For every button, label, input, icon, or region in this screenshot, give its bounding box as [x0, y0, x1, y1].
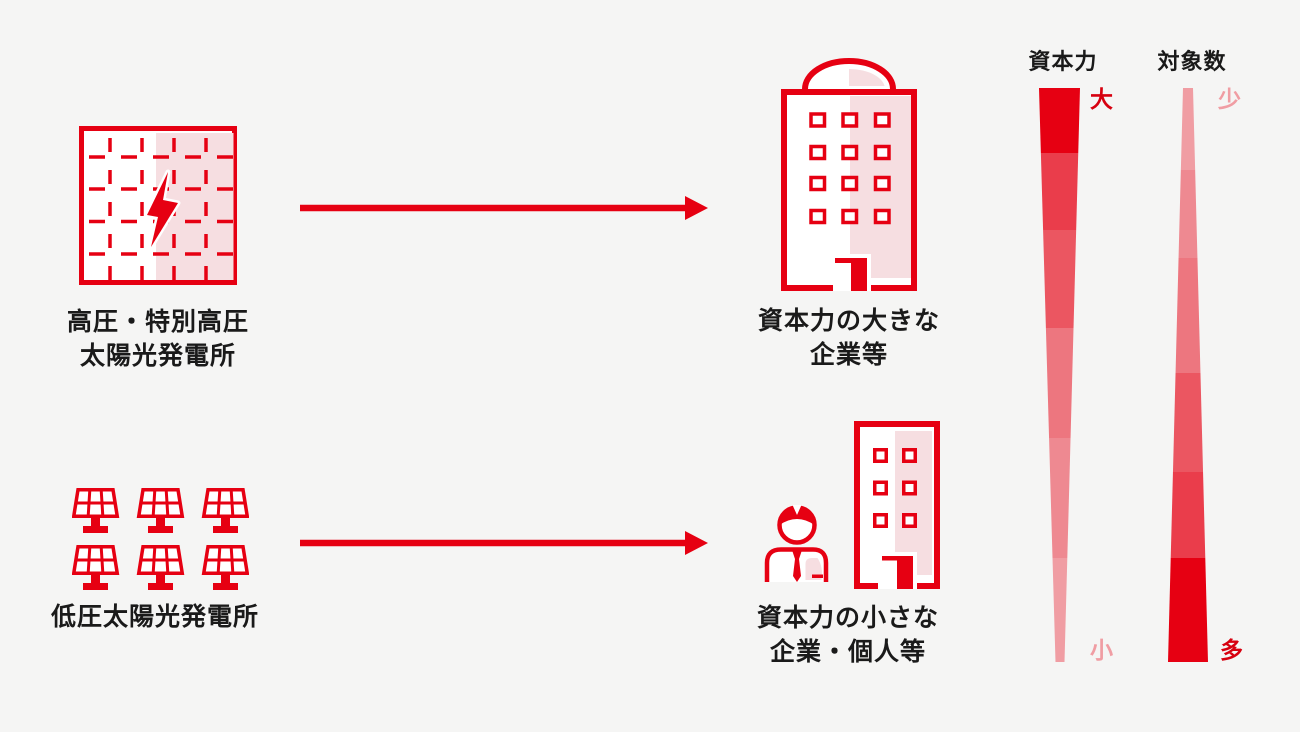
right-arrow-icon: [300, 196, 708, 220]
label-low-voltage-plant: 低圧太陽光発電所: [50, 603, 259, 631]
lightning-bolt-icon: [144, 169, 181, 250]
target-bottom-label: 多: [1220, 637, 1243, 663]
building-door: [833, 254, 871, 291]
solar-panels-icon: [72, 488, 249, 590]
target-top-label: 少: [1218, 86, 1241, 112]
capital-top-label: 大: [1090, 86, 1113, 112]
capital-scale-wedge: [1039, 88, 1080, 662]
label-large-capital: 資本力の大きな 企業等: [757, 307, 940, 369]
label-high-voltage-plant: 高圧・特別高圧 太陽光発電所: [66, 308, 249, 370]
capital-bottom-label: 小: [1090, 637, 1113, 663]
person-icon: [764, 505, 829, 582]
solar-plant-grid-icon: [79, 126, 237, 285]
target-count-scale-wedge: [1168, 88, 1208, 662]
person-and-building-icon: [764, 421, 940, 589]
label-small-capital: 資本力の小さな 企業・個人等: [756, 604, 939, 666]
small-building-icon: [854, 421, 940, 589]
capital-scale-title: 資本力: [1028, 49, 1098, 74]
target-scale-title: 対象数: [1157, 49, 1227, 74]
office-building-icon: [781, 58, 917, 291]
right-arrow-icon: [300, 531, 708, 555]
